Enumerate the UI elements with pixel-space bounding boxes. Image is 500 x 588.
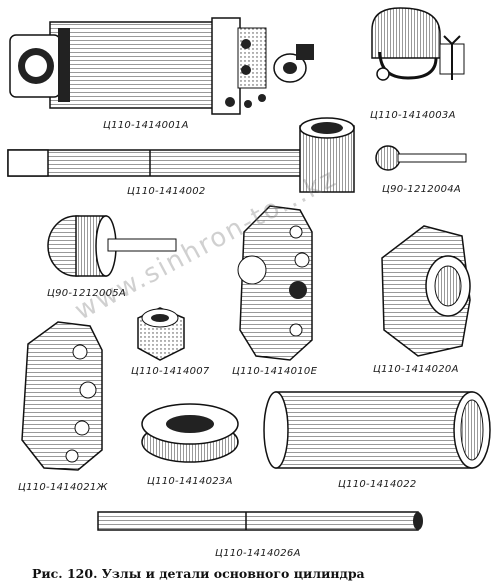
part-angled-body <box>381 225 471 357</box>
part-clamp <box>371 7 465 81</box>
figure-caption: Рис. 120. Узлы и детали основного цилинд… <box>32 566 365 581</box>
label-part-12: Ц110-1414026А <box>215 548 301 559</box>
part-rod-with-eye <box>7 117 355 193</box>
label-part-5: Ц90-1212005А <box>47 288 127 299</box>
label-part-3: Ц110-1414002 <box>127 186 206 197</box>
part-tube <box>263 391 491 469</box>
part-ring <box>141 403 239 463</box>
label-part-11: Ц110-1414022 <box>338 479 417 490</box>
part-cylinder-assembly <box>9 17 314 115</box>
part-pin-with-knob <box>375 145 467 171</box>
label-part-7: Ц110-1414010Е <box>232 366 318 377</box>
label-part-4: Ц90-1212004А <box>382 184 462 195</box>
label-part-6: Ц110-1414007 <box>131 366 210 377</box>
part-long-rod <box>97 511 423 531</box>
part-cylinder-cover <box>21 321 103 471</box>
label-part-9: Ц110-1414021Ж <box>18 482 108 493</box>
part-valve-body <box>237 205 313 361</box>
label-part-1: Ц110-1414001А <box>103 120 189 131</box>
label-part-10: Ц110-1414023А <box>147 476 233 487</box>
part-nut <box>137 307 185 361</box>
label-part-2: Ц110-1414003А <box>370 110 456 121</box>
part-piston-shaft <box>47 215 177 277</box>
label-part-8: Ц110-1414020А <box>373 364 459 375</box>
